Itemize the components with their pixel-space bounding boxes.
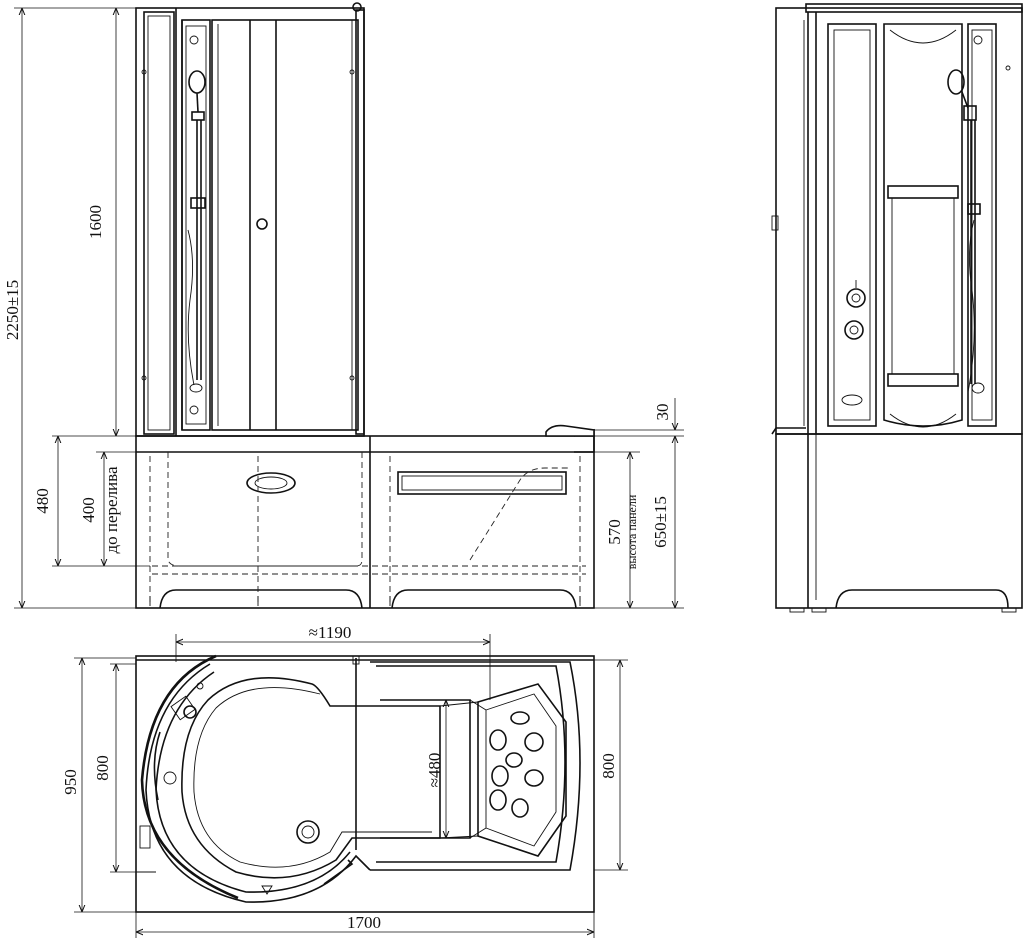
top-dimensions: ≈1190 ≈480 950 800 800 1700 xyxy=(61,623,628,938)
dim-bath-height: 480 xyxy=(33,488,52,514)
shower-head-icon xyxy=(187,35,206,415)
front-dimensions-left: 1600 2250±15 480 400 до перелива xyxy=(3,7,150,609)
dim-inner-length: ≈1190 xyxy=(309,623,352,642)
shower-column xyxy=(135,2,365,437)
dim-panel-total: 650±15 xyxy=(651,496,670,548)
dim-depth-left: 800 xyxy=(93,755,112,781)
dim-overflow-label: до перелива xyxy=(102,466,121,553)
headrest-pads xyxy=(489,711,544,818)
drain-icon xyxy=(296,820,320,844)
mixer-knob-icon xyxy=(844,280,866,340)
dim-outer-length: 1700 xyxy=(347,913,381,932)
dim-overflow-height: 400 xyxy=(79,497,98,523)
dim-depth-right: 800 xyxy=(599,753,618,779)
dim-panel-label: высота панели xyxy=(625,494,639,569)
dim-total-height: 2250±15 xyxy=(3,280,22,340)
dim-panel-height: 570 xyxy=(605,519,624,545)
corner-controls xyxy=(139,682,354,895)
dim-shower-height: 1600 xyxy=(86,205,105,239)
top-view xyxy=(135,654,595,913)
bath-panel xyxy=(135,424,595,609)
dim-inner-width: ≈480 xyxy=(425,753,444,788)
dim-headrest-height: 30 xyxy=(653,404,672,421)
front-view: 1600 2250±15 480 400 до перелива 30 570 … xyxy=(3,2,684,609)
dim-outer-width: 950 xyxy=(61,769,80,795)
side-view xyxy=(771,3,1023,613)
side-shower-head-icon xyxy=(947,35,1011,394)
front-dimensions-right: 30 570 высота панели 650±15 xyxy=(594,398,684,609)
